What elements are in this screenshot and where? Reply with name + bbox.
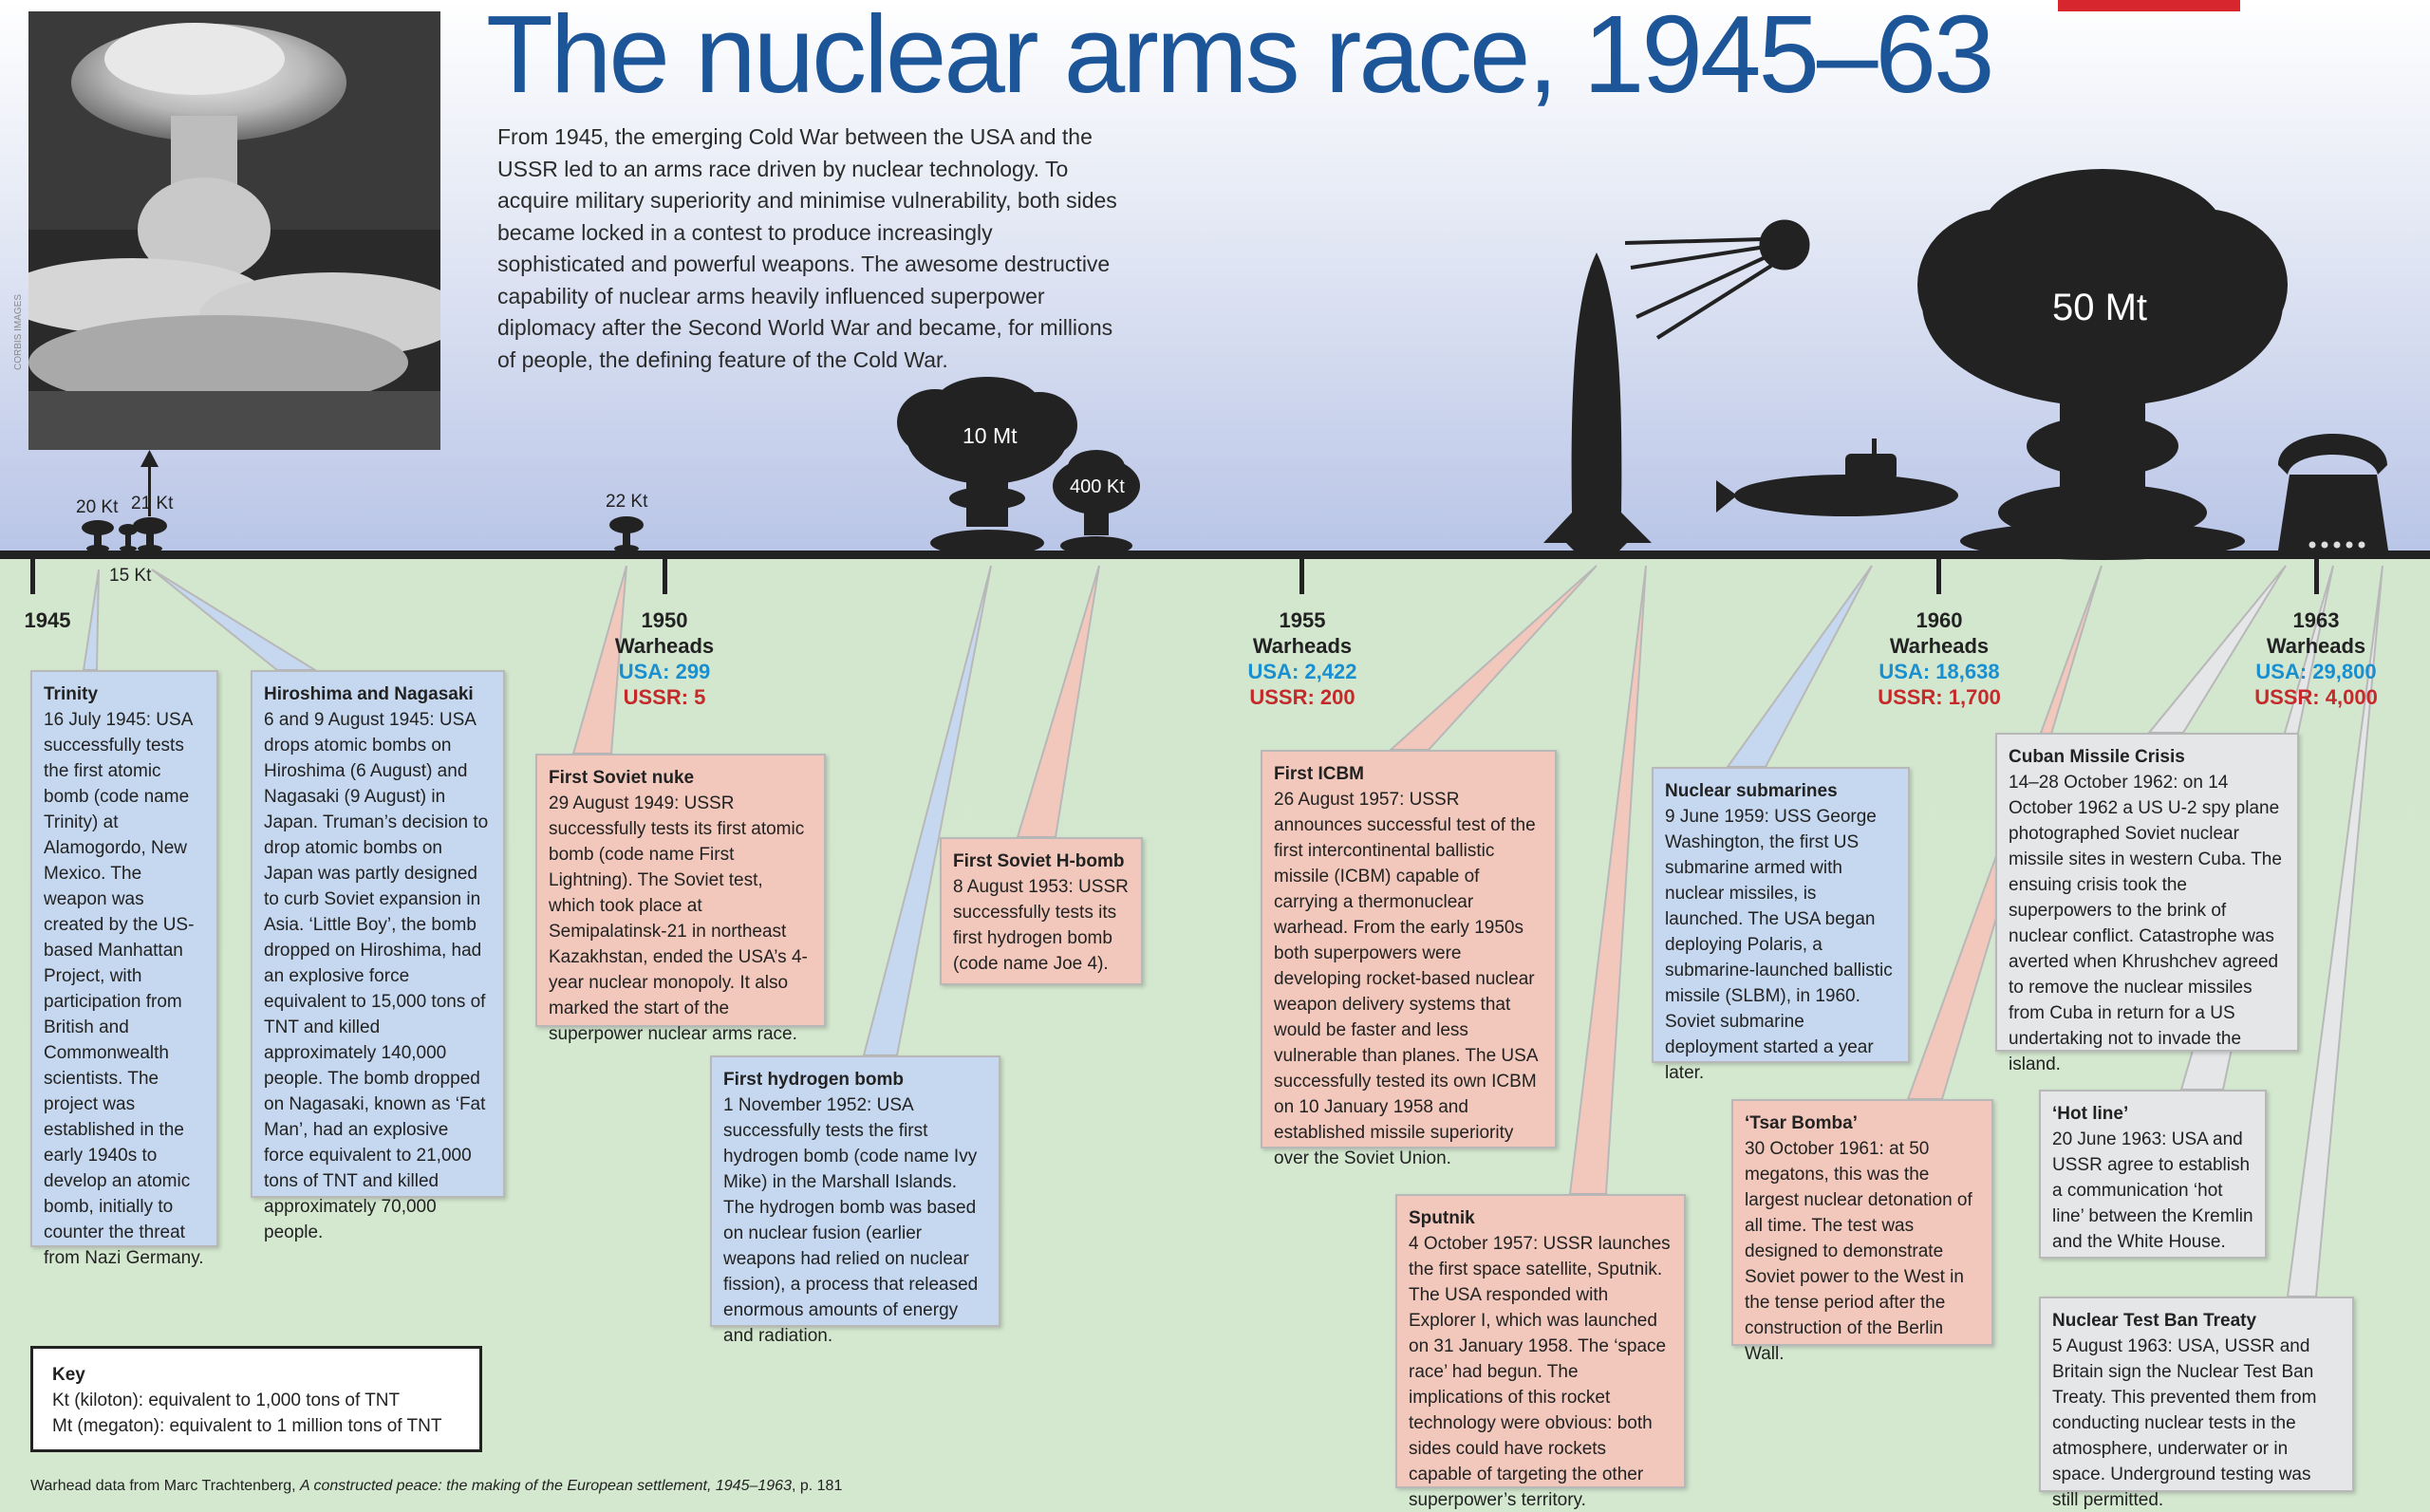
telephone-icon [2278, 434, 2388, 551]
event-box-hot-line: ‘Hot line’ 20 June 1963: USA and USSR ag… [2039, 1090, 2267, 1259]
event-body: 29 August 1949: USSR successfully tests … [549, 793, 808, 1044]
event-box-hiroshima-nagasaki: Hiroshima and Nagasaki 6 and 9 August 19… [251, 670, 505, 1242]
year-1945: 1945 [24, 608, 71, 632]
tick-1963 [2314, 558, 2319, 594]
year-1950: 1950 Warheads USA: 299 USSR: 5 [614, 608, 715, 709]
accent-bar [2058, 0, 2240, 11]
event-title: First ICBM [1274, 764, 1364, 784]
mushroom-cloud-icon [897, 377, 1077, 556]
key-title: Key [52, 1365, 85, 1385]
tick-1955 [1299, 558, 1304, 594]
pointer-hiroshima [151, 569, 319, 671]
arrow-up-icon [140, 450, 159, 516]
year-1955: 1955 Warheads USA: 2,422 USSR: 200 [1247, 608, 1357, 709]
submarine-icon [1716, 439, 1958, 516]
event-title: First Soviet H-bomb [953, 851, 1125, 871]
tick-1960 [1936, 558, 1941, 594]
event-box-nuclear-submarines: Nuclear submarines 9 June 1959: USS Geor… [1652, 767, 1910, 1083]
key-kt: Kt (kiloton): equivalent to 1,000 tons o… [52, 1391, 401, 1410]
pointer-icbm [1388, 565, 1598, 751]
page-title: The nuclear arms race, 1945–63 [486, 0, 1995, 116]
event-box-first-icbm: First ICBM 26 August 1957: USSR announce… [1261, 750, 1557, 1168]
event-body: 5 August 1963: USA, USSR and Britain sig… [2052, 1336, 2317, 1510]
event-body: 9 June 1959: USS George Washington, the … [1665, 807, 1893, 1083]
yield-label-10mt: 10 Mt [963, 423, 1018, 448]
mushroom-cloud-icon [1053, 450, 1140, 555]
mushroom-cloud-icon [82, 520, 114, 552]
event-title: ‘Hot line’ [2052, 1104, 2129, 1124]
mushroom-cloud-icon [133, 517, 167, 552]
rocket-icon [1543, 252, 1652, 551]
event-box-first-soviet-hbomb: First Soviet H-bomb 8 August 1953: USSR … [940, 837, 1143, 985]
yield-label-15kt: 15 Kt [109, 566, 152, 586]
event-body: 1 November 1952: USA successfully tests … [723, 1095, 979, 1346]
pointer-sputnik [1568, 565, 1647, 1195]
event-title: First hydrogen bomb [723, 1070, 904, 1090]
intro-paragraph: From 1945, the emerging Cold War between… [497, 124, 1117, 372]
mushroom-cloud-icon [119, 524, 138, 551]
timeline-axis [0, 551, 2430, 559]
event-box-first-soviet-nuke: First Soviet nuke 29 August 1949: USSR s… [535, 754, 826, 1044]
event-box-first-hydrogen-bomb: First hydrogen bomb 1 November 1952: USA… [710, 1055, 1000, 1346]
mushroom-cloud-icon [1917, 169, 2288, 560]
event-box-test-ban-treaty: Nuclear Test Ban Treaty 5 August 1963: U… [2039, 1297, 2354, 1510]
key-box: Key Kt (kiloton): equivalent to 1,000 to… [30, 1346, 482, 1452]
event-title: Nuclear submarines [1665, 781, 1838, 801]
key-mt: Mt (megaton): equivalent to 1 million to… [52, 1416, 442, 1436]
yield-label-20kt: 20 Kt [76, 497, 119, 517]
event-box-trinity: Trinity 16 July 1945: USA successfully t… [30, 670, 218, 1268]
event-body: 6 and 9 August 1945: USA drops atomic bo… [264, 710, 489, 1242]
yield-label-50mt: 50 Mt [2052, 287, 2148, 328]
silhouettes [82, 169, 2388, 560]
pointer-soviet-hbomb [1016, 565, 1100, 838]
event-body: 4 October 1957: USSR launches the first … [1409, 1234, 1671, 1510]
event-box-sputnik: Sputnik 4 October 1957: USSR launches th… [1395, 1194, 1686, 1510]
year-1960: 1960 Warheads USA: 18,638 USSR: 1,700 [1878, 608, 2001, 709]
yield-label-22kt: 22 Kt [606, 492, 648, 512]
tick-1945 [30, 558, 35, 594]
source-note: Warhead data from Marc Trachtenberg, A c… [30, 1478, 843, 1494]
yield-label-21kt: 21 Kt [131, 494, 174, 513]
event-title: Sputnik [1409, 1208, 1475, 1228]
event-title: Cuban Missile Crisis [2009, 747, 2185, 767]
event-body: 20 June 1963: USA and USSR agree to esta… [2052, 1129, 2253, 1252]
event-body: 26 August 1957: USSR announces successfu… [1274, 790, 1538, 1168]
mushroom-cloud-photo [28, 11, 440, 450]
event-body: 14–28 October 1962: on 14 October 1962 a… [2009, 773, 2282, 1074]
event-title: ‘Tsar Bomba’ [1745, 1113, 1858, 1133]
event-body: 8 August 1953: USSR successfully tests i… [953, 877, 1129, 974]
event-box-cuban-missile-crisis: Cuban Missile Crisis 14–28 October 1962:… [1995, 733, 2299, 1074]
mushroom-cloud-icon [609, 516, 644, 552]
year-1963: 1963 Warheads USA: 29,800 USSR: 4,000 [2254, 608, 2378, 709]
sputnik-satellite-icon [1624, 219, 1810, 340]
yield-label-400kt: 400 Kt [1070, 476, 1125, 497]
tick-1950 [663, 558, 667, 594]
event-box-tsar-bomba: ‘Tsar Bomba’ 30 October 1961: at 50 mega… [1731, 1099, 1993, 1364]
event-title: First Soviet nuke [549, 768, 695, 788]
event-title: Hiroshima and Nagasaki [264, 684, 474, 704]
event-body: 30 October 1961: at 50 megatons, this wa… [1745, 1139, 1972, 1364]
event-title: Nuclear Test Ban Treaty [2052, 1311, 2257, 1331]
event-body: 16 July 1945: USA successfully tests the… [44, 710, 204, 1268]
event-title: Trinity [44, 684, 99, 704]
